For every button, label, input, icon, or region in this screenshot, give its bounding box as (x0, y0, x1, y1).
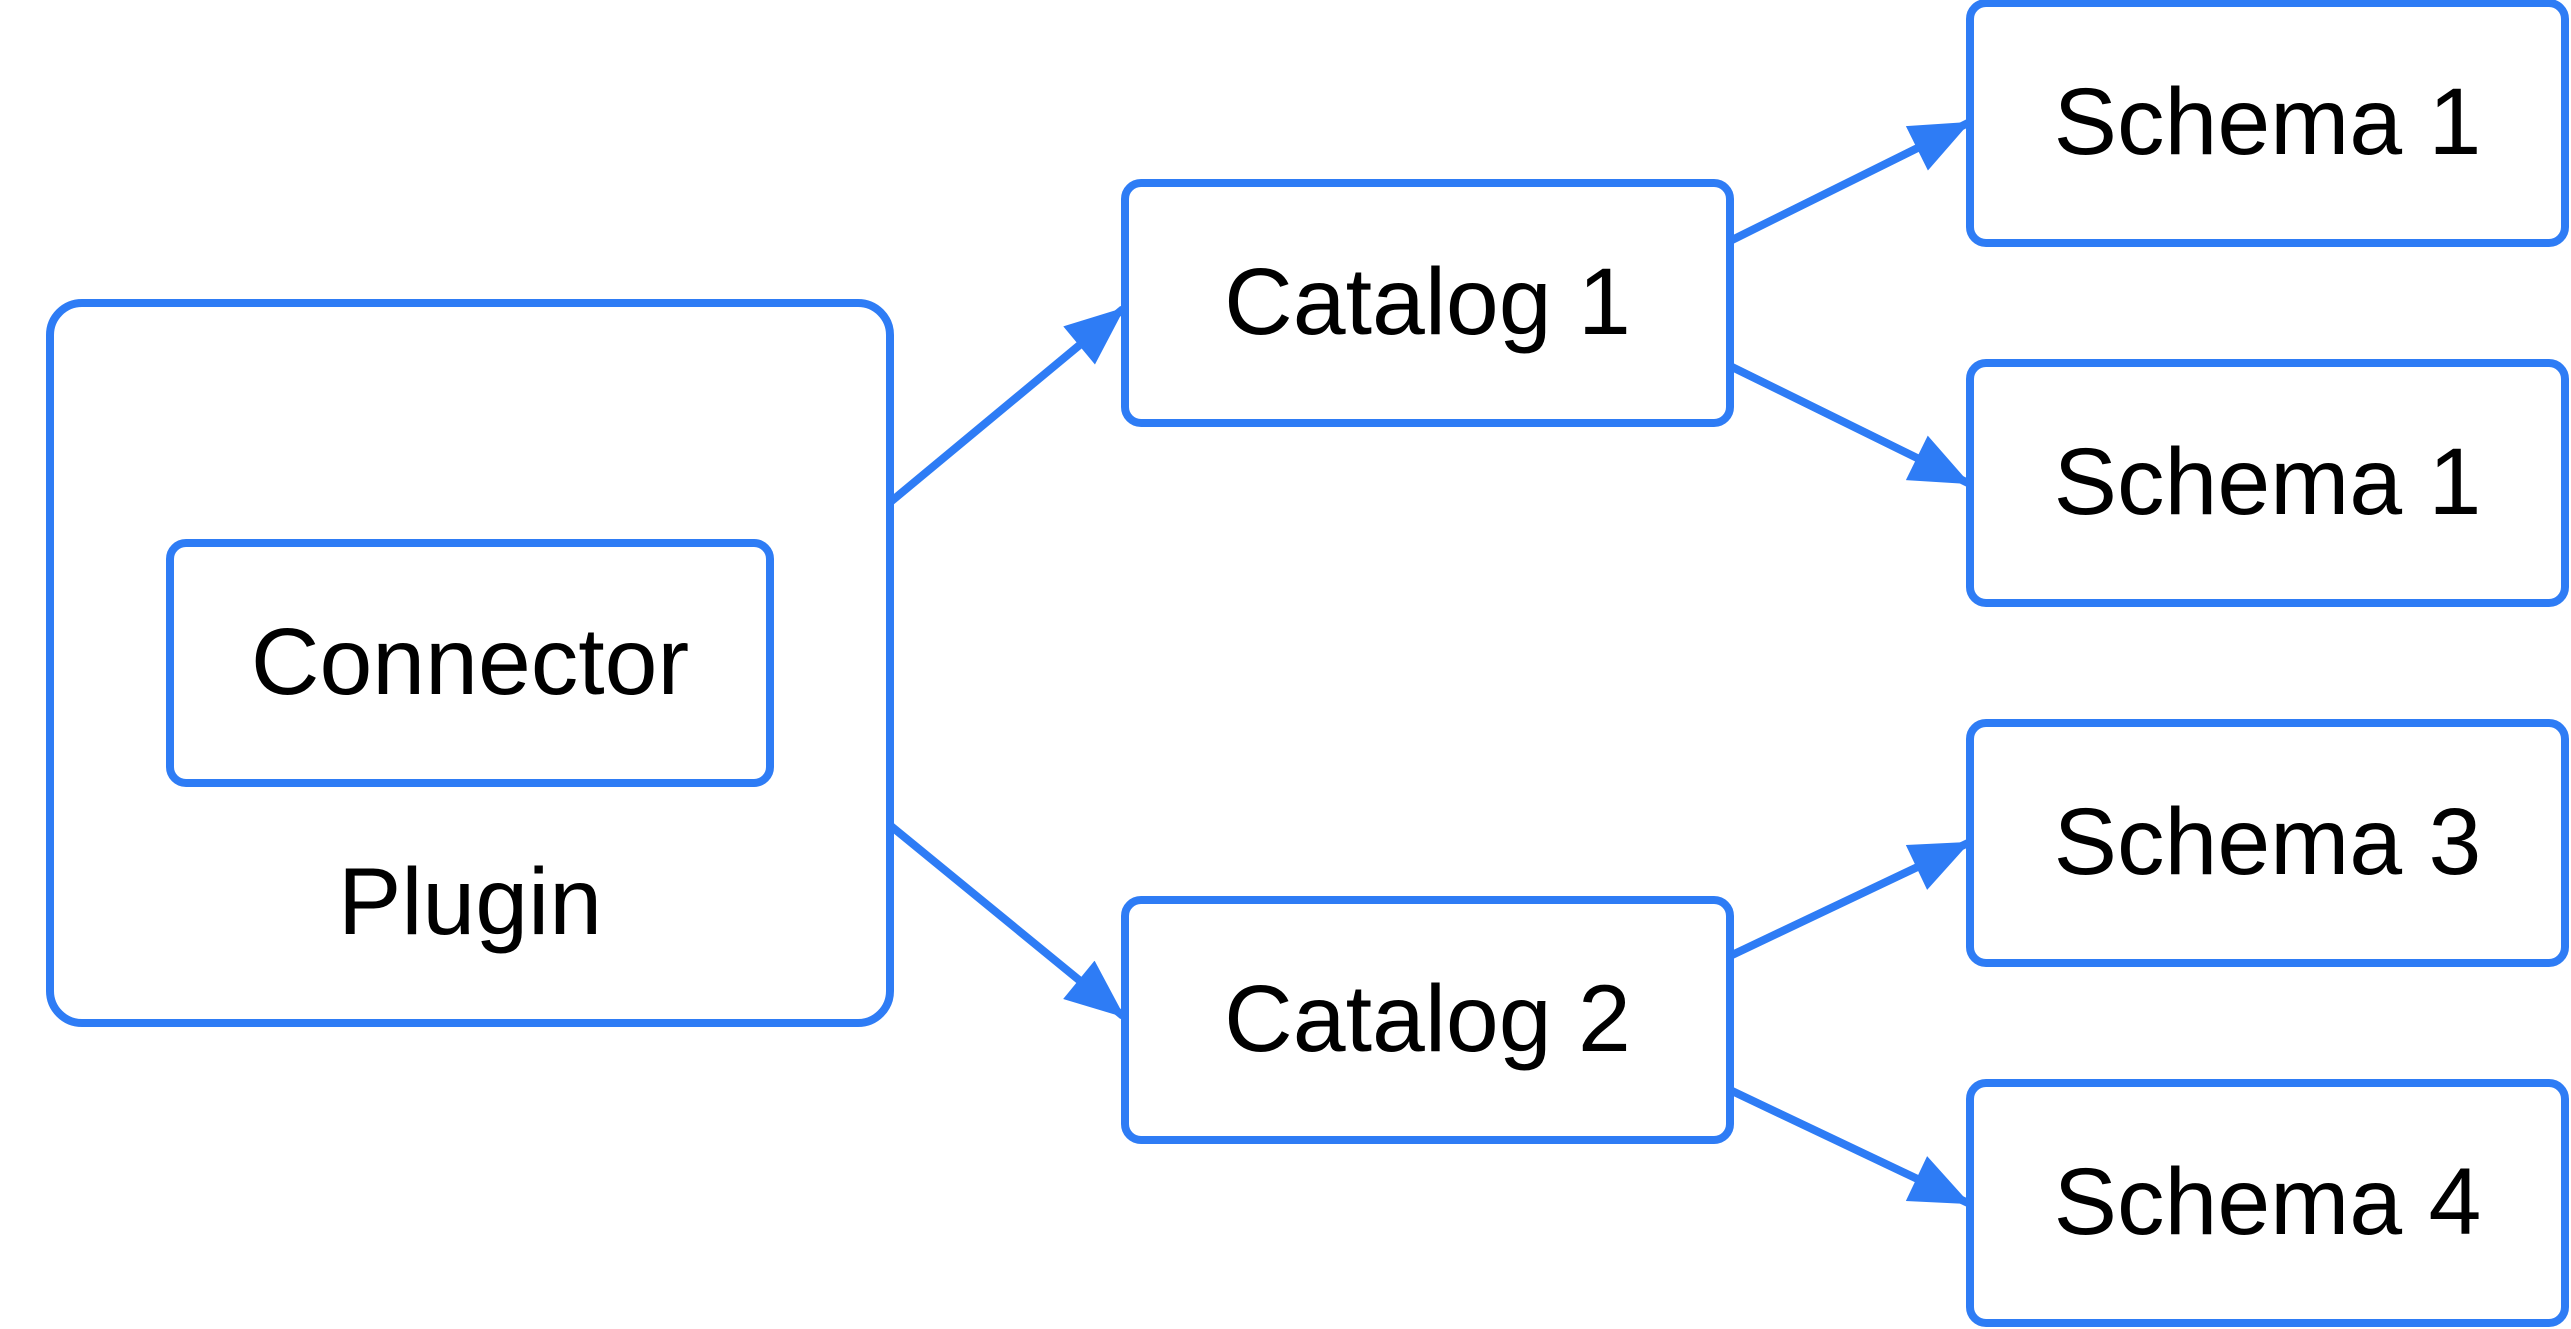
node-catalog-2-label: Catalog 2 (1224, 966, 1631, 1073)
node-catalog-2: Catalog 2 (1121, 896, 1734, 1144)
edge-catalog1-to-schema1b (1728, 362, 1971, 487)
node-schema-1-second: Schema 1 (1966, 359, 2569, 607)
edge-catalog2-to-schema3 (1728, 839, 1971, 960)
node-schema-1-top: Schema 1 (1966, 0, 2569, 247)
node-schema-4: Schema 4 (1966, 1079, 2569, 1327)
node-schema-1-second-label: Schema 1 (2053, 429, 2482, 536)
node-schema-3: Schema 3 (1966, 719, 2569, 967)
node-connector-label: Connector (250, 609, 690, 716)
node-schema-3-label: Schema 3 (2053, 789, 2482, 896)
node-catalog-1-label: Catalog 1 (1224, 249, 1631, 356)
node-connector: Connector (166, 539, 774, 787)
node-schema-1-top-label: Schema 1 (2053, 69, 2482, 176)
node-plugin-label: Plugin (337, 848, 603, 955)
edge-catalog1-to-schema1a (1728, 119, 1971, 245)
node-schema-4-label: Schema 4 (2053, 1149, 2482, 1256)
edge-catalog2-to-schema4 (1728, 1086, 1971, 1207)
node-catalog-1: Catalog 1 (1121, 179, 1734, 427)
